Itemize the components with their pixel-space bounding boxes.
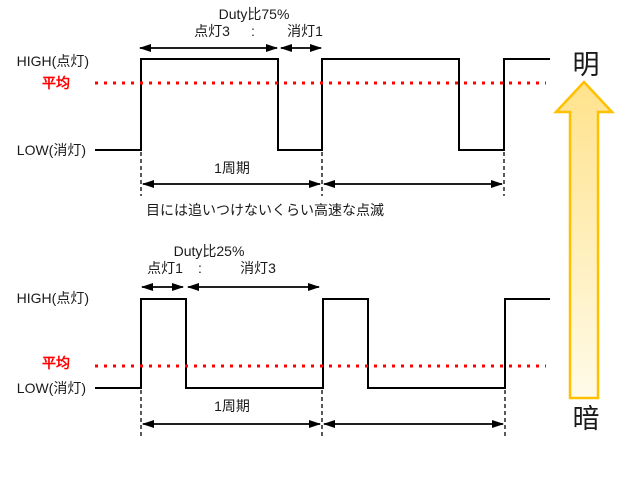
top-average-label: 平均 <box>42 75 70 91</box>
top-high-label: HIGH(点灯) <box>16 53 89 69</box>
top-period-label: 1周期 <box>214 160 250 176</box>
bottom-low-label: LOW(消灯) <box>16 380 86 396</box>
top-waveform-path <box>95 58 550 151</box>
caption: 目には追いつけないくらい高速な点滅 <box>146 202 384 218</box>
brightness-up-arrow <box>553 80 615 400</box>
top-low-label: LOW(消灯) <box>16 142 86 158</box>
bottom-average-label: 平均 <box>42 355 70 371</box>
bright-label: 明 <box>572 50 600 80</box>
bottom-period-label: 1周期 <box>214 398 250 414</box>
bottom-duty-title: Duty比25% <box>173 243 245 259</box>
bottom-waveform-path <box>95 298 550 389</box>
bottom-high-label: HIGH(点灯) <box>16 290 89 306</box>
bottom-on-label: 点灯1 <box>147 260 183 276</box>
top-on-label: 点灯3 <box>194 23 230 39</box>
dark-label: 暗 <box>572 404 600 434</box>
bottom-period-dashed-lines <box>140 390 506 437</box>
top-off-label: 消灯1 <box>287 23 323 39</box>
top-period-dashed-lines <box>140 152 505 196</box>
top-duty-title: Duty比75% <box>218 6 290 22</box>
bottom-ratio-colon: : <box>198 260 202 276</box>
top-ratio-colon: : <box>251 23 255 39</box>
bottom-off-label: 消灯3 <box>240 260 276 276</box>
